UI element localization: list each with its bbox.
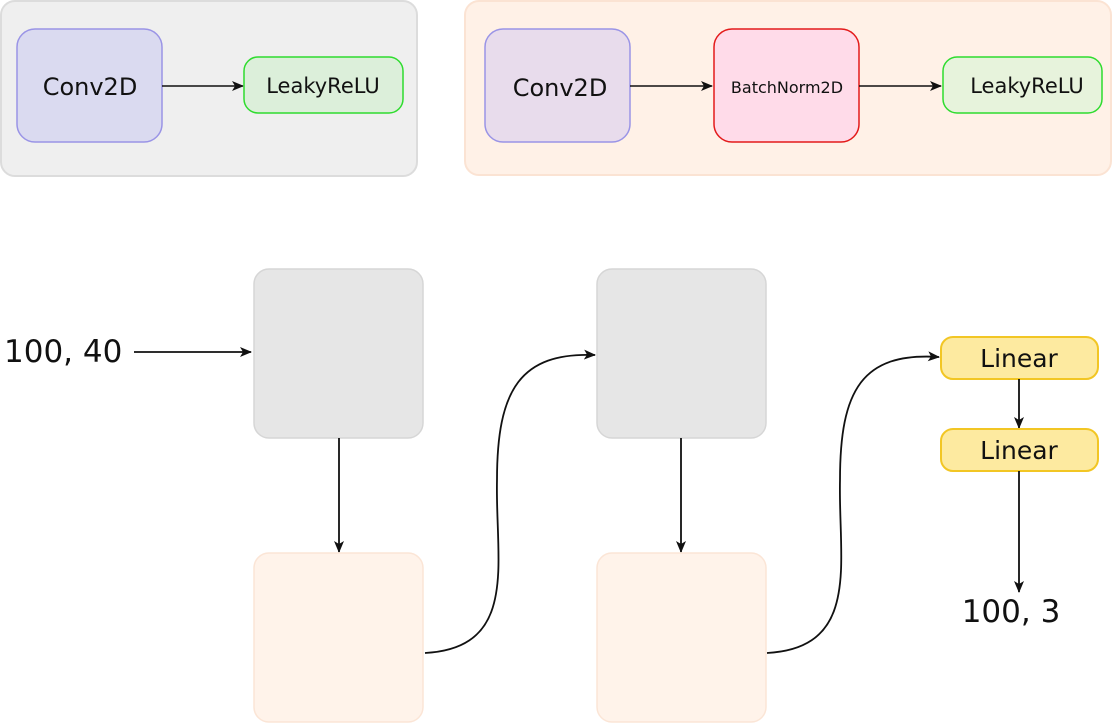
linear-1-label: Linear: [980, 344, 1058, 373]
gray-block-1: [253, 268, 424, 439]
legend-a-leakyrelu-node: [243, 56, 404, 114]
output-shape-label: 100, 3: [962, 594, 1061, 630]
legend-a-leakyrelu-label: LeakyReLU: [266, 74, 380, 98]
legend-block-b: Conv2D BatchNorm2D LeakyReLU: [464, 0, 1112, 176]
peach-block-1: [253, 552, 424, 723]
legend-b-conv2d-label: Conv2D: [513, 74, 608, 102]
legend-a-conv2d-label: Conv2D: [43, 73, 138, 101]
peach-2-to-linear-1-curve: [766, 351, 940, 654]
peach-1-to-gray-2-curve: [424, 349, 596, 654]
legend-b-leakyrelu-node: [942, 56, 1103, 114]
linear-2-label: Linear: [980, 436, 1058, 465]
legend-b-batchnorm2d-label: BatchNorm2D: [731, 78, 843, 97]
pipeline: 100, 40 Linear Linear 100, 3: [4, 268, 1099, 723]
legend-b-leakyrelu-label: LeakyReLU: [970, 74, 1084, 98]
legend-block-a: Conv2D LeakyReLU: [0, 0, 418, 177]
input-shape-label: 100, 40: [4, 334, 122, 370]
peach-block-2: [596, 552, 767, 723]
gray-block-2: [596, 268, 767, 439]
